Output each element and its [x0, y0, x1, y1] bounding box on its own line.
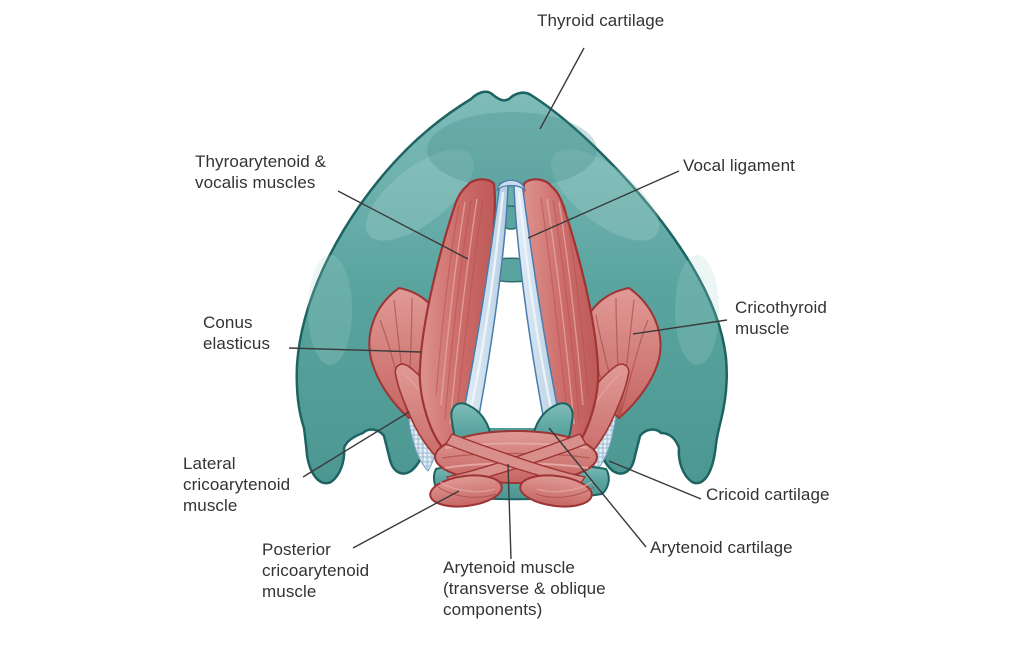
- leader-cricothyroid-muscle: [632, 319, 728, 335]
- leader-thyroid-cartilage: [539, 47, 585, 130]
- leader-posterior-cricoarytenoid: [352, 490, 460, 549]
- thyroarytenoid-vocalis-shape: [418, 178, 600, 452]
- label-cricoid-cartilage: Cricoid cartilage: [706, 485, 830, 504]
- posterior-cricoarytenoid-shape: [429, 474, 595, 508]
- leader-arytenoid-cartilage: [548, 427, 647, 548]
- leader-thyroarytenoid-vocalis: [337, 190, 469, 260]
- arytenoid-muscle-shape: [434, 430, 598, 487]
- label-lateral-cricoarytenoid-muscle: Lateral cricoarytenoid muscle: [183, 454, 291, 515]
- leader-lines: [288, 47, 728, 560]
- vocal-ligament-shape: [461, 179, 561, 428]
- label-arytenoid-cartilage: Arytenoid cartilage: [650, 538, 793, 557]
- leader-vocal-ligament: [527, 170, 680, 239]
- leader-conus-elasticus: [288, 347, 422, 353]
- label-cricothyroid-muscle: Cricothyroid muscle: [735, 298, 827, 338]
- label-conus-elasticus: Conus elasticus: [203, 313, 271, 353]
- leader-cricoid-cartilage: [608, 460, 702, 500]
- label-thyroid-cartilage: Thyroid cartilage: [537, 11, 665, 30]
- label-arytenoid-muscle: Arytenoid muscle (transverse & oblique c…: [443, 558, 606, 619]
- leader-lateral-cricoarytenoid: [302, 411, 410, 478]
- label-vocal-ligament: Vocal ligament: [683, 156, 795, 175]
- label-thyroarytenoid-vocalis-muscles: Thyroarytenoid & vocalis muscles: [195, 152, 327, 192]
- leader-arytenoid-muscle: [507, 463, 512, 560]
- label-posterior-cricoarytenoid-muscle: Posterior cricoarytenoid muscle: [262, 540, 370, 601]
